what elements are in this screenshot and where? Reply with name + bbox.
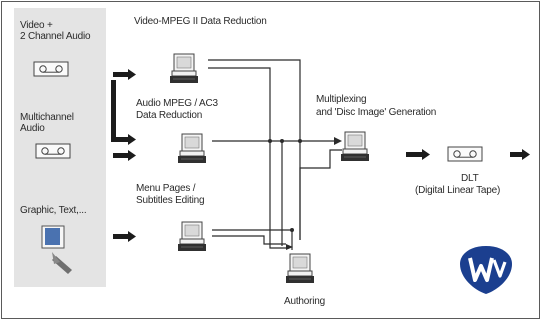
stage-menu-label-2: Subtitles Editing: [136, 195, 205, 206]
line-junction-dots: [268, 139, 302, 232]
computer-icon: [340, 131, 370, 162]
warner-logo: [460, 246, 512, 294]
graphics-tablet-icon: [41, 225, 72, 274]
source-video-label-1: Video +: [20, 20, 53, 31]
output-arrows: [406, 149, 530, 160]
stage-authoring-label: Authoring: [284, 296, 326, 307]
output-dlt-full-label: (Digital Linear Tape): [415, 185, 501, 196]
input-arrows: [111, 69, 136, 242]
source-multichannel-label-1: Multichannel: [20, 112, 74, 123]
stage-audio-label-2: Data Reduction: [136, 110, 203, 121]
tape-icon: [35, 143, 71, 159]
source-video-label-2: 2 Channel Audio: [20, 31, 91, 42]
stage-video-label: Video-MPEG II Data Reduction: [134, 16, 267, 27]
tape-icon: [33, 61, 69, 77]
output-dlt-label: DLT: [461, 173, 479, 184]
stage-multiplexing-label-2: and 'Disc Image' Generation: [316, 107, 437, 118]
computer-icon: [285, 253, 315, 284]
stage-audio-label-1: Audio MPEG / AC3: [136, 98, 218, 109]
stage-multiplexing-label-1: Multiplexing: [316, 94, 367, 105]
dlt-tape-icon: [447, 146, 483, 162]
source-multichannel-label-2: Audio: [20, 123, 45, 134]
source-graphic-label: Graphic, Text,...: [20, 205, 87, 216]
line-arrowheads: [286, 137, 342, 250]
computer-icon: [177, 221, 207, 252]
computer-icon: [177, 133, 207, 164]
stage-menu-label-1: Menu Pages /: [136, 183, 196, 194]
computer-icon: [169, 53, 199, 84]
connection-lines: [208, 59, 342, 250]
